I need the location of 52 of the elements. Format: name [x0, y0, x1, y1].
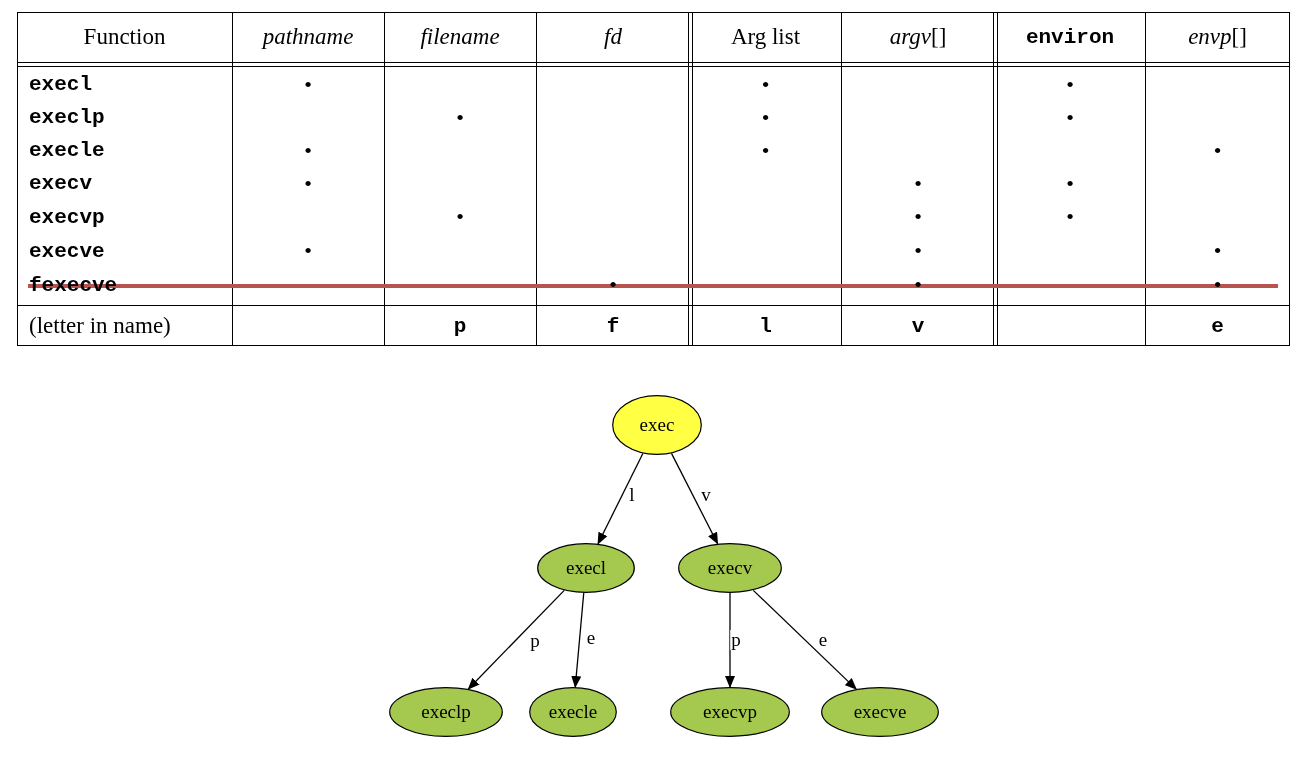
- check-dot: •: [303, 70, 313, 99]
- column-header: Function: [82, 23, 167, 51]
- function-name: execle: [28, 138, 106, 164]
- check-dot: •: [1065, 103, 1075, 132]
- check-dot: •: [1212, 237, 1223, 265]
- arrow: [670, 452, 719, 545]
- letter-cell-text: e: [1210, 313, 1225, 340]
- node-label: execl: [565, 557, 607, 579]
- arrow: [467, 589, 565, 690]
- node-label: execlp: [421, 701, 471, 723]
- node-label: exec: [639, 414, 675, 436]
- check-dot: •: [913, 203, 923, 231]
- check-dot: •: [455, 203, 465, 231]
- arrow: [725, 592, 735, 688]
- check-dot: •: [303, 169, 313, 198]
- check-dot: •: [760, 136, 771, 165]
- arrow: [752, 589, 857, 690]
- row-label: (letter in name): [28, 312, 172, 340]
- node-label: execve: [853, 701, 907, 723]
- function-name: execvp: [28, 204, 106, 231]
- node-label: execv: [707, 557, 753, 579]
- function-name: execve: [28, 238, 106, 265]
- letter-cell-text: v: [910, 313, 926, 340]
- check-dot: •: [1212, 136, 1223, 165]
- check-dot: •: [1065, 169, 1075, 198]
- arrow: [597, 452, 644, 545]
- arrow: [571, 592, 585, 689]
- column-header: Arg list: [729, 23, 802, 51]
- function-name: execv: [28, 171, 93, 197]
- check-dot: •: [913, 169, 923, 198]
- column-header: filename: [419, 23, 501, 51]
- node-label: execvp: [703, 701, 757, 723]
- check-dot: •: [760, 103, 771, 132]
- check-dot: •: [455, 103, 465, 132]
- check-dot: •: [303, 136, 313, 165]
- column-header: argv[]: [888, 23, 948, 51]
- column-header: envp[]: [1187, 23, 1248, 51]
- column-header: environ: [1024, 24, 1116, 51]
- function-name: execl: [28, 72, 93, 98]
- check-dot: •: [1065, 203, 1075, 231]
- node-label: execle: [548, 701, 598, 723]
- function-name: execlp: [28, 105, 106, 131]
- letter-cell-text: l: [758, 313, 773, 340]
- column-header: pathname: [260, 23, 355, 51]
- check-dot: •: [760, 70, 771, 99]
- check-dot: •: [303, 237, 313, 265]
- check-dot: •: [1065, 70, 1075, 99]
- letter-cell-text: f: [605, 313, 621, 340]
- check-dot: •: [913, 237, 923, 265]
- edge-label: p: [730, 630, 742, 650]
- column-header: fd: [603, 23, 623, 51]
- letter-cell-text: p: [452, 313, 468, 340]
